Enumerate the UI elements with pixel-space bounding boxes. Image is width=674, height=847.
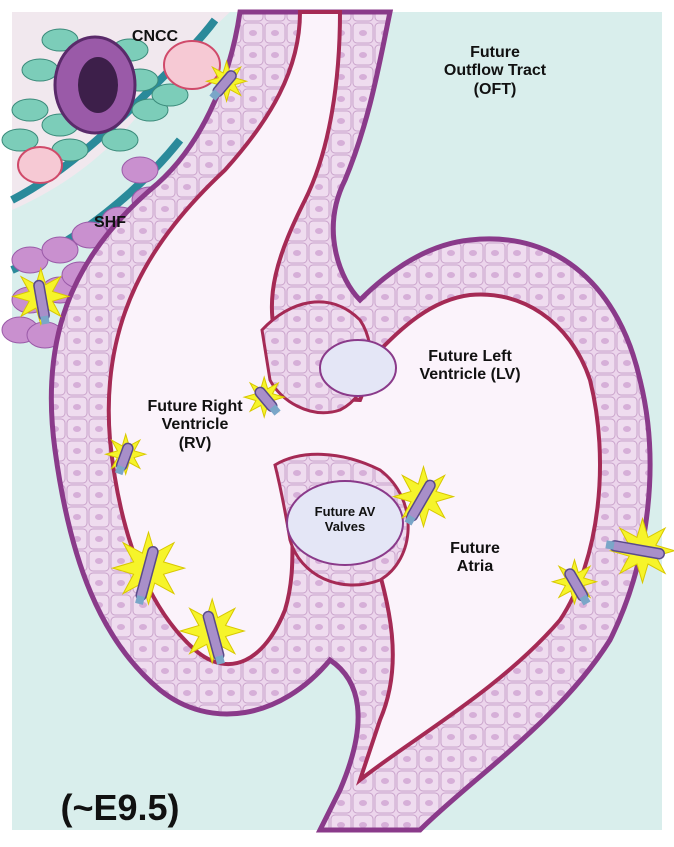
shf-cell: [122, 157, 158, 183]
cncc-cell: [22, 59, 58, 81]
label-lv: Future Left Ventricle (LV): [405, 348, 535, 385]
label-stage: (~E9.5): [40, 790, 200, 826]
label-atria: Future Atria: [430, 540, 520, 577]
label-rv: Future Right Ventricle (RV): [130, 398, 260, 453]
label-shf: SHF: [80, 214, 140, 232]
cncc-cell: [12, 99, 48, 121]
label-av-valves: Future AV Valves: [300, 505, 390, 535]
shf-cell: [42, 237, 78, 263]
label-cncc: CNCC: [115, 28, 195, 46]
label-oft: Future Outflow Tract (OFT): [430, 44, 560, 99]
septum-cushion: [320, 340, 396, 396]
